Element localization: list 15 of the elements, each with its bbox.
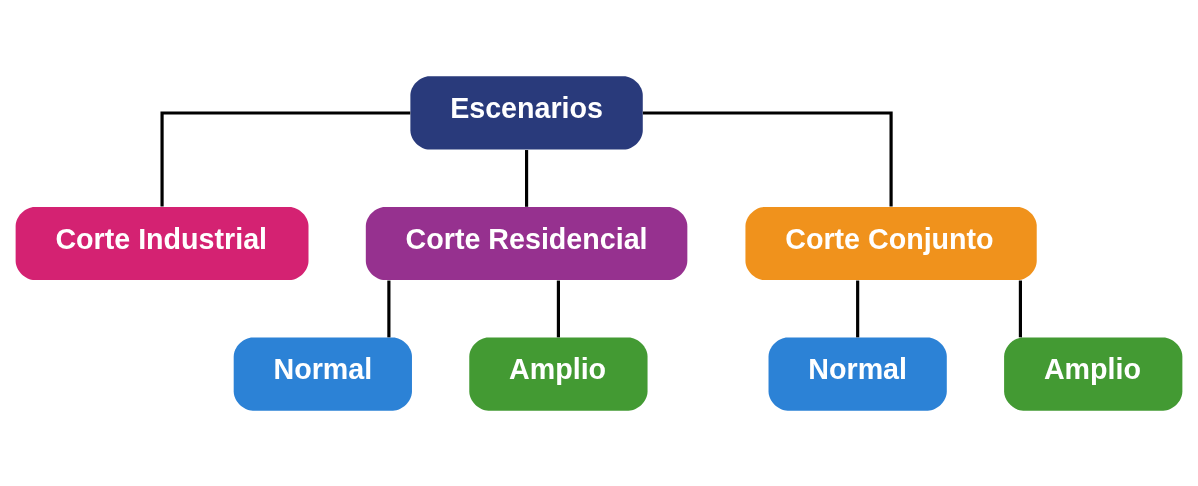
node-box: Corte Industrial — [15, 206, 309, 280]
node-box: Normal — [768, 336, 947, 411]
node-box: Amplio — [469, 336, 648, 411]
connector — [556, 280, 560, 337]
connector — [525, 149, 529, 207]
node-box: Corte Residencial — [365, 206, 688, 280]
connector — [1018, 280, 1022, 337]
node-box: Amplio — [1004, 336, 1183, 411]
connector — [160, 110, 411, 206]
connector — [387, 280, 391, 337]
connector — [856, 280, 860, 337]
connector — [642, 110, 893, 206]
node-box: Normal — [233, 336, 412, 411]
node-box: Escenarios — [410, 75, 643, 150]
node-box: Corte Conjunto — [745, 206, 1037, 280]
